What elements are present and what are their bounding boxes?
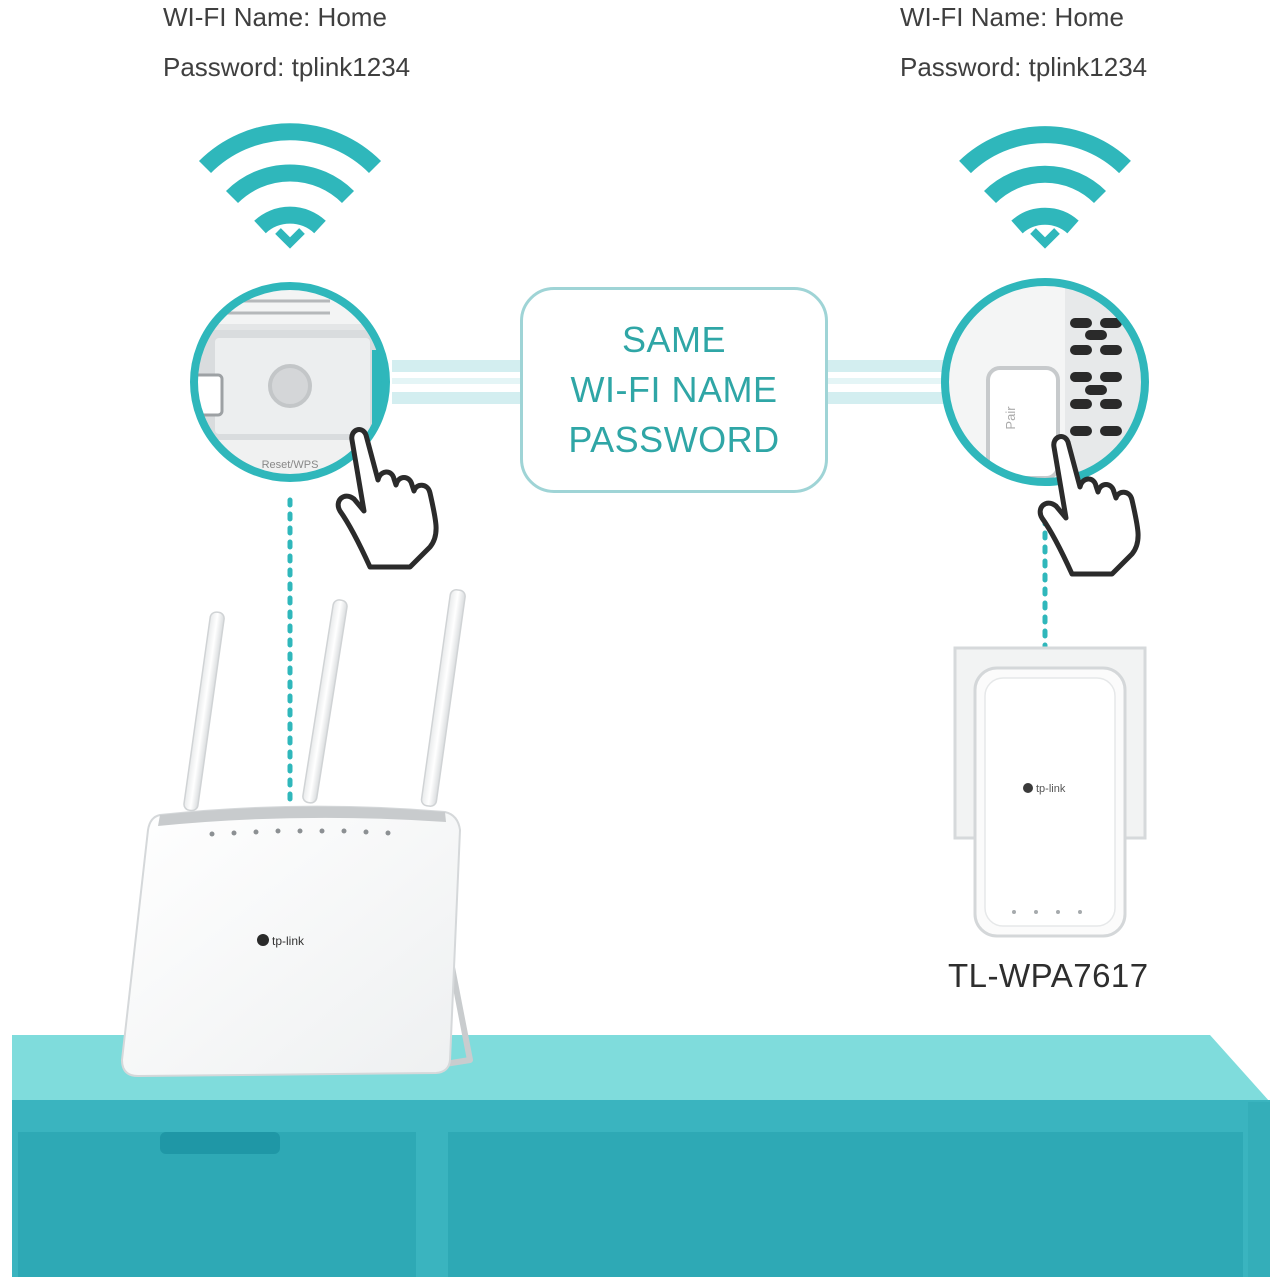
svg-text:tp-link: tp-link	[1036, 783, 1066, 795]
right-wifi-name: WI-FI Name: Home	[900, 2, 1124, 32]
connector-right	[826, 360, 948, 404]
tv-stand	[12, 1035, 1270, 1277]
powerline-extender-device: tp-link	[953, 646, 1147, 938]
wifi-icon	[959, 126, 1131, 249]
router-device: tp-link	[120, 589, 473, 1078]
extender-model-label: TL-WPA7617	[948, 957, 1149, 994]
center-line-3: PASSWORD	[568, 419, 780, 460]
svg-text:tp-link: tp-link	[272, 934, 305, 948]
extender-logo: tp-link	[1023, 783, 1066, 795]
left-password: Password: tplink1234	[163, 52, 411, 82]
same-credentials-box: SAME WI-FI NAME PASSWORD	[520, 287, 828, 493]
center-line-1: SAME	[621, 319, 727, 360]
extender-pair-zoom: Pair	[941, 278, 1149, 486]
right-password: Password: tplink1234	[900, 52, 1148, 82]
connector-left	[392, 360, 522, 404]
pair-button-label: Pair	[1003, 406, 1018, 430]
hand-pointer-icon	[1037, 434, 1141, 577]
wifi-icon	[198, 123, 382, 249]
hand-pointer-icon	[335, 427, 439, 570]
wps-button-label: Reset/WPS	[262, 459, 319, 471]
router-antennas	[183, 589, 466, 812]
left-wifi-name: WI-FI Name: Home	[163, 2, 387, 32]
center-line-2: WI-FI NAME	[570, 369, 778, 410]
router-logo: tp-link	[257, 934, 305, 948]
